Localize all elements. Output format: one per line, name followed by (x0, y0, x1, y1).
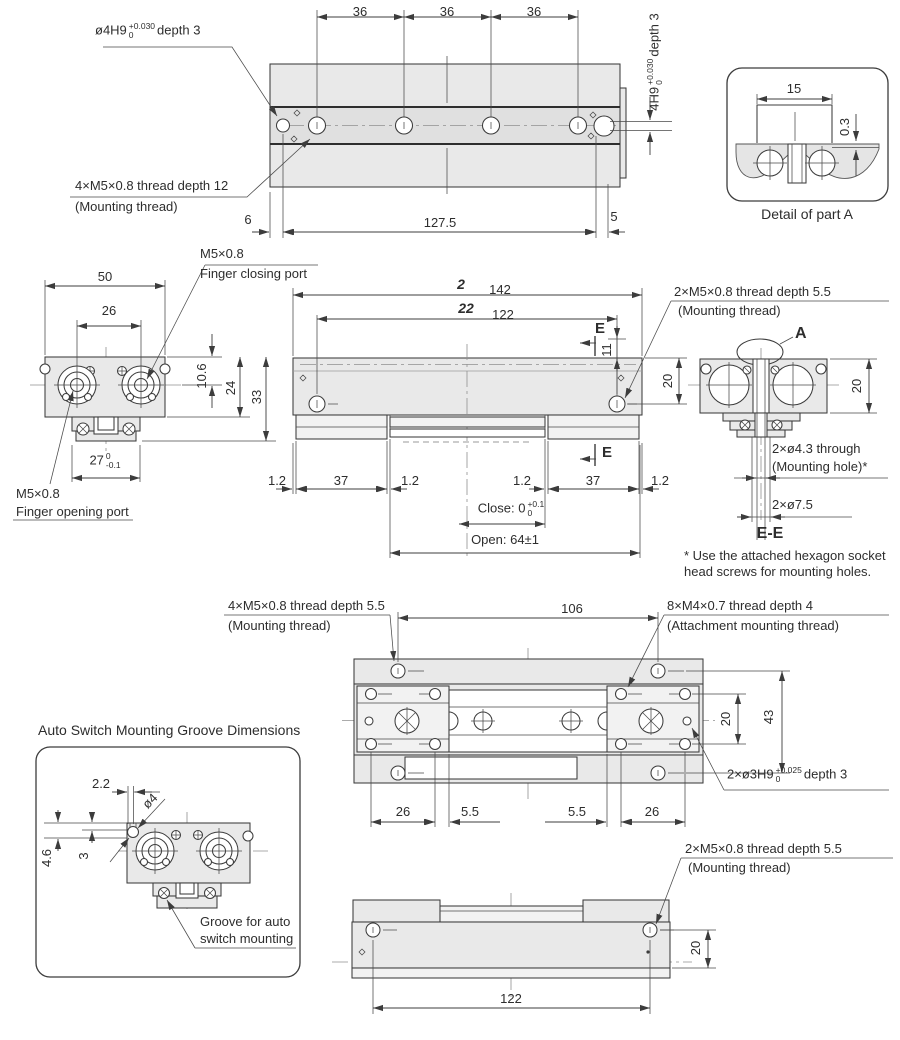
dim-127-5: 127.5 (423, 215, 457, 230)
label-bottom-mount-1: 2×M5×0.8 thread depth 5.5 (685, 841, 842, 856)
detail-marker-a: A (795, 325, 807, 342)
section-e-bottom: E (601, 444, 613, 461)
label-opening-port-1: M5×0.8 (16, 486, 60, 501)
dim-15: 15 (786, 81, 802, 96)
dim-37-b: 37 (585, 473, 601, 488)
label-opening-port-2: Finger opening port (16, 504, 129, 519)
dim-36-b: 36 (439, 4, 455, 19)
label-closing-port-1: M5×0.8 (200, 246, 244, 261)
label-front-mount-1: 2×M5×0.8 thread depth 5.5 (674, 284, 831, 299)
label-top-mount-2: (Mounting thread) (75, 199, 178, 214)
dim-10-6: 10.6 (194, 363, 210, 389)
dim-2x-7-5: 2×ø7.5 (772, 497, 813, 512)
label-bottom-mount-2: (Mounting thread) (688, 860, 791, 875)
dim-26: 26 (101, 303, 117, 318)
dim-50: 50 (97, 269, 113, 284)
dim-2-2: 2.2 (91, 776, 111, 791)
dim-26-a: 26 (395, 804, 411, 819)
dim-122-bottom: 122 (500, 991, 522, 1006)
detail-a-caption: Detail of part A (761, 206, 853, 222)
view-plan (224, 612, 889, 827)
dim-5: 5 (610, 209, 618, 224)
section-label-ee: E-E (756, 525, 784, 542)
dim-11: 11 (599, 343, 615, 357)
tolerance-stack: 0-0.1 (105, 451, 121, 470)
dim-5-5-a: 5.5 (460, 804, 480, 819)
label-plan-mount-1: 4×M5×0.8 thread depth 5.5 (228, 598, 385, 613)
label-top-mount-1: 4×M5×0.8 thread depth 12 (75, 178, 229, 193)
view-top (70, 10, 672, 238)
view-side (688, 336, 888, 540)
label-mounting-hole-1: 2×ø4.3 through (772, 441, 861, 456)
section-e-top: E (594, 320, 606, 337)
view-front (276, 288, 889, 560)
dim-122: 122 (492, 307, 514, 322)
view-detail-a (726, 67, 889, 202)
label-groove-1: Groove for auto (200, 914, 291, 929)
dim-20-bottom: 20 (688, 940, 704, 956)
dim-37-a: 37 (333, 473, 349, 488)
label-front-mount-2: (Mounting thread) (678, 303, 781, 318)
dim-26-b: 26 (644, 804, 660, 819)
view-left (13, 264, 318, 521)
dim-1-2-a: 1.2 (267, 473, 287, 488)
view-switch-groove (35, 746, 301, 978)
dim-1-2-d: 1.2 (650, 473, 670, 488)
label-attach-mount-1: 8×M4×0.7 thread depth 4 (667, 598, 814, 613)
dim-open: Open: 64±1 (471, 532, 539, 547)
dim-5-5-b: 5.5 (567, 804, 587, 819)
dim-36-c: 36 (526, 4, 542, 19)
dim-20-plan: 20 (718, 711, 734, 727)
dim-1-2-c: 1.2 (512, 473, 532, 488)
footnote-line-1: * Use the attached hexagon socket (684, 548, 886, 563)
ref-dim-2: 2 (457, 276, 465, 292)
dim-106: 106 (561, 601, 583, 616)
dim-20-front: 20 (660, 373, 676, 389)
dim-1-2-b: 1.2 (400, 473, 420, 488)
dim-4-6: 4.6 (39, 848, 55, 868)
dim-33: 33 (249, 389, 265, 405)
dim-43: 43 (761, 709, 777, 725)
dim-3: 3 (76, 852, 92, 860)
label-groove-2: switch mounting (200, 931, 294, 946)
dim-24: 24 (223, 380, 239, 396)
dim-142: 142 (489, 282, 511, 297)
switch-box-title: Auto Switch Mounting Groove Dimensions (38, 722, 301, 738)
label-mounting-hole-2: (Mounting hole)* (772, 459, 868, 474)
dim-36-a: 36 (352, 4, 368, 19)
label-closing-port-2: Finger closing port (200, 266, 307, 281)
dim-0-3: 0.3 (837, 117, 853, 137)
label-plan-mount-2: (Mounting thread) (228, 618, 331, 633)
dim-6: 6 (244, 212, 252, 227)
ref-dim-22: 22 (458, 300, 474, 316)
label-attach-mount-2: (Attachment mounting thread) (667, 618, 839, 633)
view-bottom (332, 857, 893, 1014)
footnote-line-2: head screws for mounting holes. (684, 564, 872, 579)
dim-20-side: 20 (849, 378, 865, 394)
